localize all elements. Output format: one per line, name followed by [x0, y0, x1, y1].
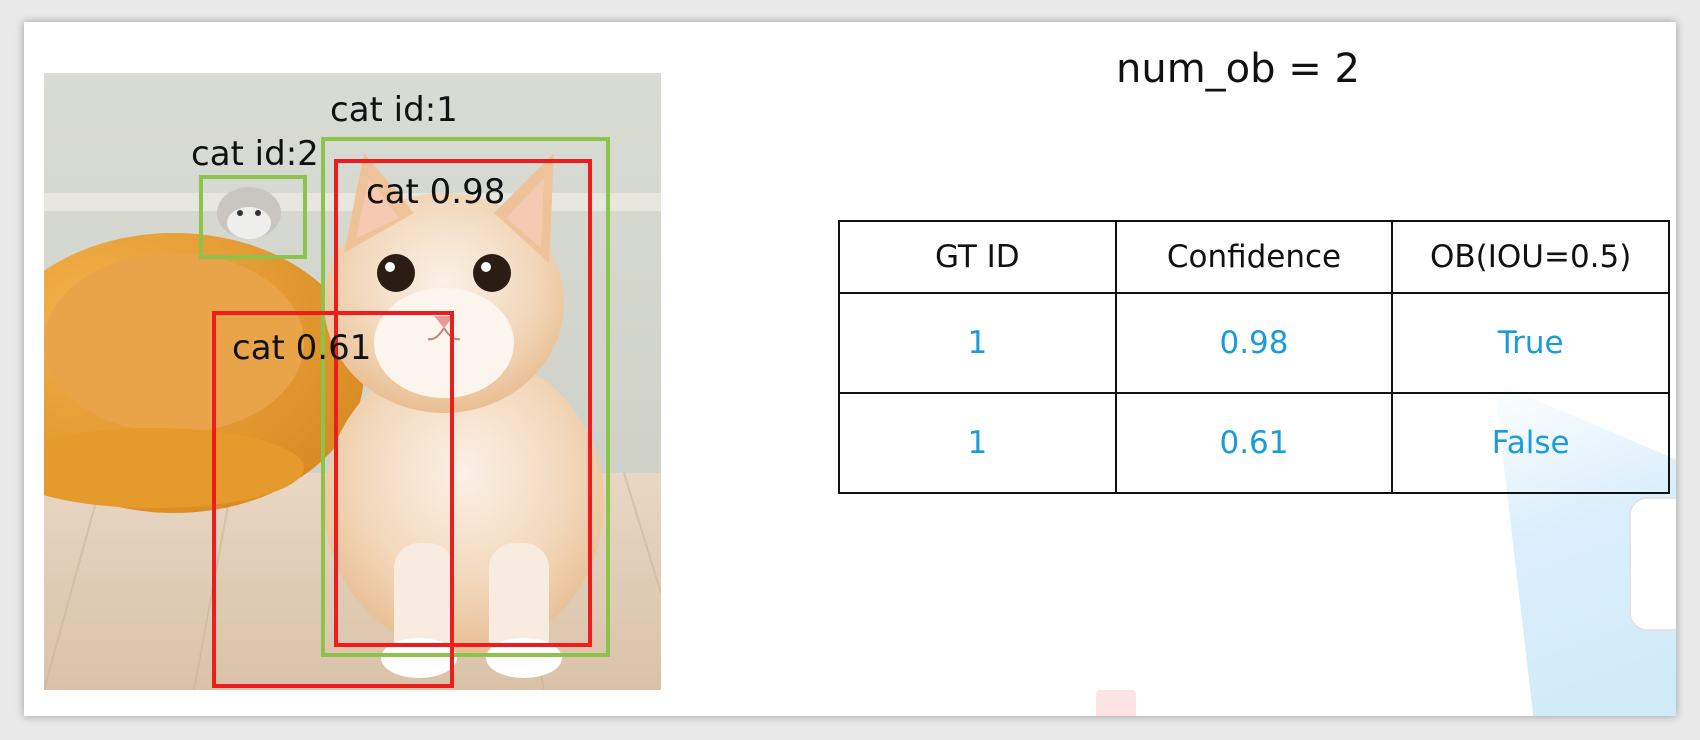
gt-box-1: [321, 137, 610, 657]
pred-box-2: [212, 311, 454, 688]
gt-box-2: [199, 175, 307, 259]
table-row: 1 0.98 True: [838, 292, 1670, 394]
header-confidence: Confidence: [1114, 220, 1394, 294]
results-table: GT ID Confidence OB(IOU=0.5) 1 0.98 True…: [838, 220, 1670, 494]
cat-photo: cat id:1 cat id:2 cat 0.98 cat 0.61: [44, 73, 661, 690]
pred-label-1: cat 0.98: [366, 172, 506, 212]
header-gt-id: GT ID: [838, 220, 1117, 294]
decorative-widget: [1629, 497, 1676, 631]
table-row: 1 0.61 False: [838, 392, 1670, 494]
slide-frame: cat id:1 cat id:2 cat 0.98 cat 0.61 num_…: [24, 22, 1676, 716]
pred-label-2: cat 0.61: [232, 328, 372, 368]
gt-label-2: cat id:2: [191, 134, 319, 174]
decorative-icon: [1096, 690, 1136, 716]
cat-photo-illustration: [44, 73, 661, 690]
gt-label-1: cat id:1: [330, 90, 458, 130]
table-header-row: GT ID Confidence OB(IOU=0.5): [838, 220, 1670, 294]
cell-gt-id: 1: [838, 292, 1117, 394]
cell-ob: False: [1391, 392, 1670, 494]
header-ob: OB(IOU=0.5): [1391, 220, 1670, 294]
cell-confidence: 0.98: [1114, 292, 1394, 394]
pred-box-1: [334, 159, 592, 647]
cell-ob: True: [1391, 292, 1670, 394]
page-title: num_ob = 2: [1116, 46, 1360, 92]
cell-gt-id: 1: [838, 392, 1117, 494]
cell-confidence: 0.61: [1114, 392, 1394, 494]
